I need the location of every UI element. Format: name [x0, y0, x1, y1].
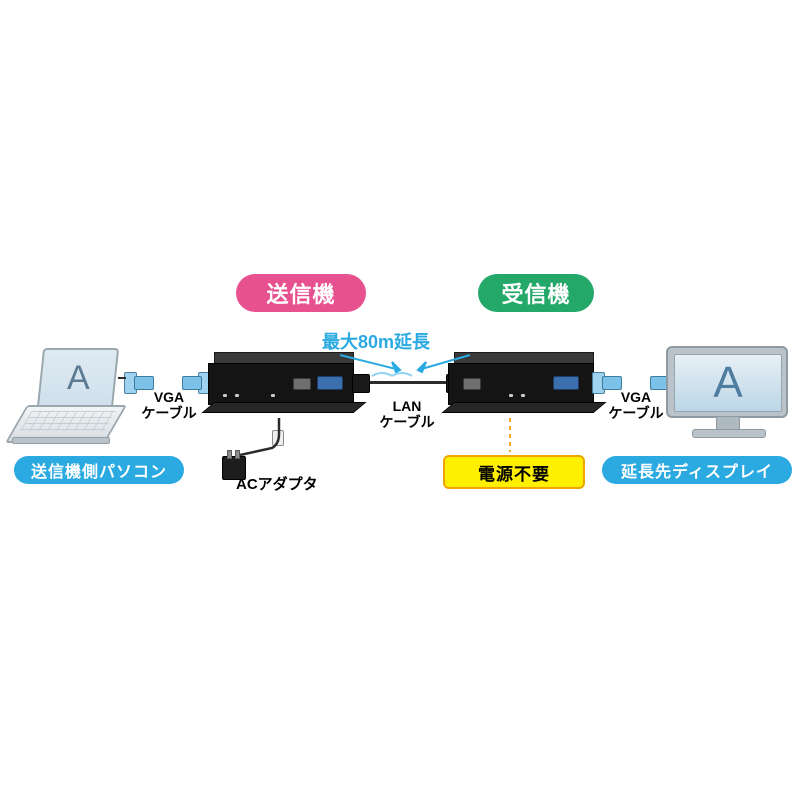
vga-cable-right-label-line2: ケーブル — [608, 405, 664, 422]
monitor-stand — [692, 429, 766, 438]
transmitter-led-1 — [223, 394, 227, 397]
ac-adapter-dc-plug — [272, 430, 284, 446]
transmitter-led-3 — [271, 394, 275, 397]
lan-cable-label-line2: ケーブル — [379, 414, 435, 431]
label-no-power-text: 電源不要 — [478, 464, 550, 484]
laptop-keys — [19, 411, 116, 431]
vga-cable-left — [124, 368, 214, 398]
receiver-led-2 — [521, 394, 525, 397]
vga-cable-left-label-line1: VGA — [153, 389, 185, 405]
label-source-pc-text: 送信機側パソコン — [30, 464, 167, 481]
badge-transmitter-label: 送信機 — [266, 282, 336, 307]
vga-cable-segment-right — [182, 376, 202, 390]
lan-connector-left — [352, 374, 370, 393]
monitor-screen: A — [674, 354, 782, 412]
badge-receiver-label: 受信機 — [501, 282, 571, 307]
receiver-front-face — [448, 363, 594, 405]
vga-cable-left-label-line2: ケーブル — [141, 405, 197, 422]
vga-cable-right-label-line1: VGA — [620, 389, 652, 405]
badge-transmitter: 送信機 — [236, 274, 366, 312]
laptop-screen-glyph: A — [66, 358, 90, 397]
lan-cable-label-line1: LAN — [392, 398, 422, 414]
transmitter-front-face — [208, 363, 354, 405]
vga-cable-left-label: VGA ケーブル — [131, 389, 207, 421]
label-remote-display-text: 延長先ディスプレイ — [621, 464, 773, 481]
vga-cable-right-segment-left — [602, 376, 622, 390]
label-remote-display: 延長先ディスプレイ — [602, 456, 792, 484]
transmitter-vga-port — [317, 376, 343, 390]
ac-adapter-prong-2 — [235, 450, 240, 459]
ac-adapter-label: ACアダプタ — [236, 476, 318, 493]
receiver-vga-port — [553, 376, 579, 390]
receiver-lan-port — [463, 378, 481, 390]
ac-adapter-prong-1 — [227, 450, 232, 459]
laptop-front-edge — [12, 437, 110, 444]
lan-cable — [352, 368, 464, 400]
transmitter-lan-port — [293, 378, 311, 390]
lan-cable-line — [358, 381, 456, 384]
monitor: A — [666, 346, 794, 440]
ac-adapter-body — [222, 456, 246, 480]
vga-cable-segment-left — [134, 376, 154, 390]
laptop: A — [5, 348, 130, 448]
monitor-bezel: A — [666, 346, 788, 418]
laptop-screen: A — [36, 348, 120, 408]
distance-label: 最大80m延長 — [322, 332, 431, 352]
receiver-led-1 — [509, 394, 513, 397]
transmitter-base-shadow — [201, 402, 367, 413]
transmitter-unit — [201, 352, 367, 418]
monitor-screen-glyph: A — [713, 358, 743, 407]
lan-cable-label: LAN ケーブル — [372, 398, 442, 430]
vga-cable-right-label: VGA ケーブル — [598, 389, 674, 421]
label-source-pc: 送信機側パソコン — [14, 456, 184, 484]
transmitter-led-2 — [235, 394, 239, 397]
label-no-power: 電源不要 — [443, 455, 585, 489]
receiver-unit — [441, 352, 607, 418]
receiver-base-shadow — [441, 402, 607, 413]
badge-receiver: 受信機 — [478, 274, 594, 312]
monitor-neck — [716, 417, 740, 430]
